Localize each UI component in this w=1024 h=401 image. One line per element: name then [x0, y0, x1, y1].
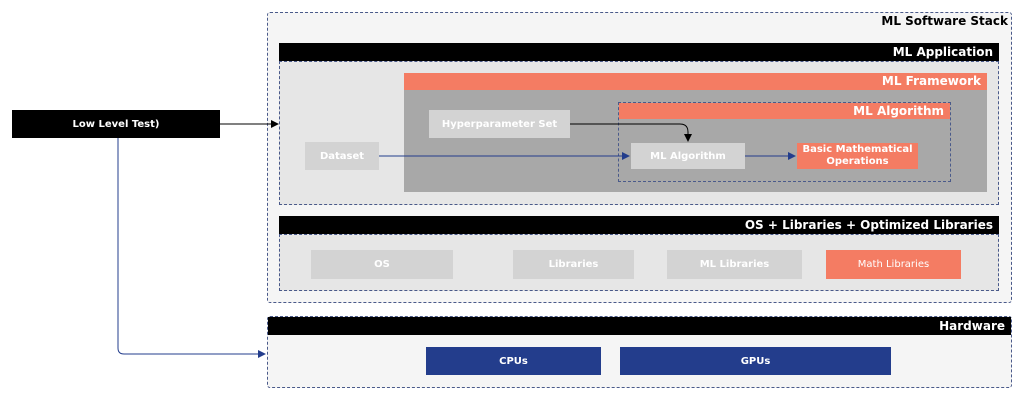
ml-software-stack-title: ML Software Stack [881, 14, 1008, 28]
basic-math-operations-box: Basic Mathematical Operations [797, 143, 918, 169]
ml-algorithm-container [618, 102, 951, 182]
hyperparameter-to-algorithm-arrow [570, 123, 692, 142]
ml-application-header: ML Application [279, 43, 999, 61]
ml-framework-header: ML Framework [404, 73, 987, 90]
libraries-box: Libraries [513, 250, 634, 279]
os-box: OS [311, 250, 453, 279]
os-libraries-header: OS + Libraries + Optimized Libraries [279, 216, 999, 234]
test-to-hardware-arrow [117, 138, 266, 358]
dataset-box: Dataset [305, 142, 379, 170]
low-level-test-box: Low Level Test) [12, 110, 220, 138]
ml-algorithm-header: ML Algorithm [619, 103, 950, 119]
hyperparameter-set-box: Hyperparameter Set [429, 110, 570, 138]
math-libraries-box: Math Libraries [826, 250, 961, 279]
hardware-header: Hardware [268, 317, 1011, 335]
ml-algorithm-box: ML Algorithm [631, 143, 745, 169]
cpus-box: CPUs [426, 347, 601, 375]
gpus-box: GPUs [620, 347, 891, 375]
ml-libraries-box: ML Libraries [667, 250, 802, 279]
